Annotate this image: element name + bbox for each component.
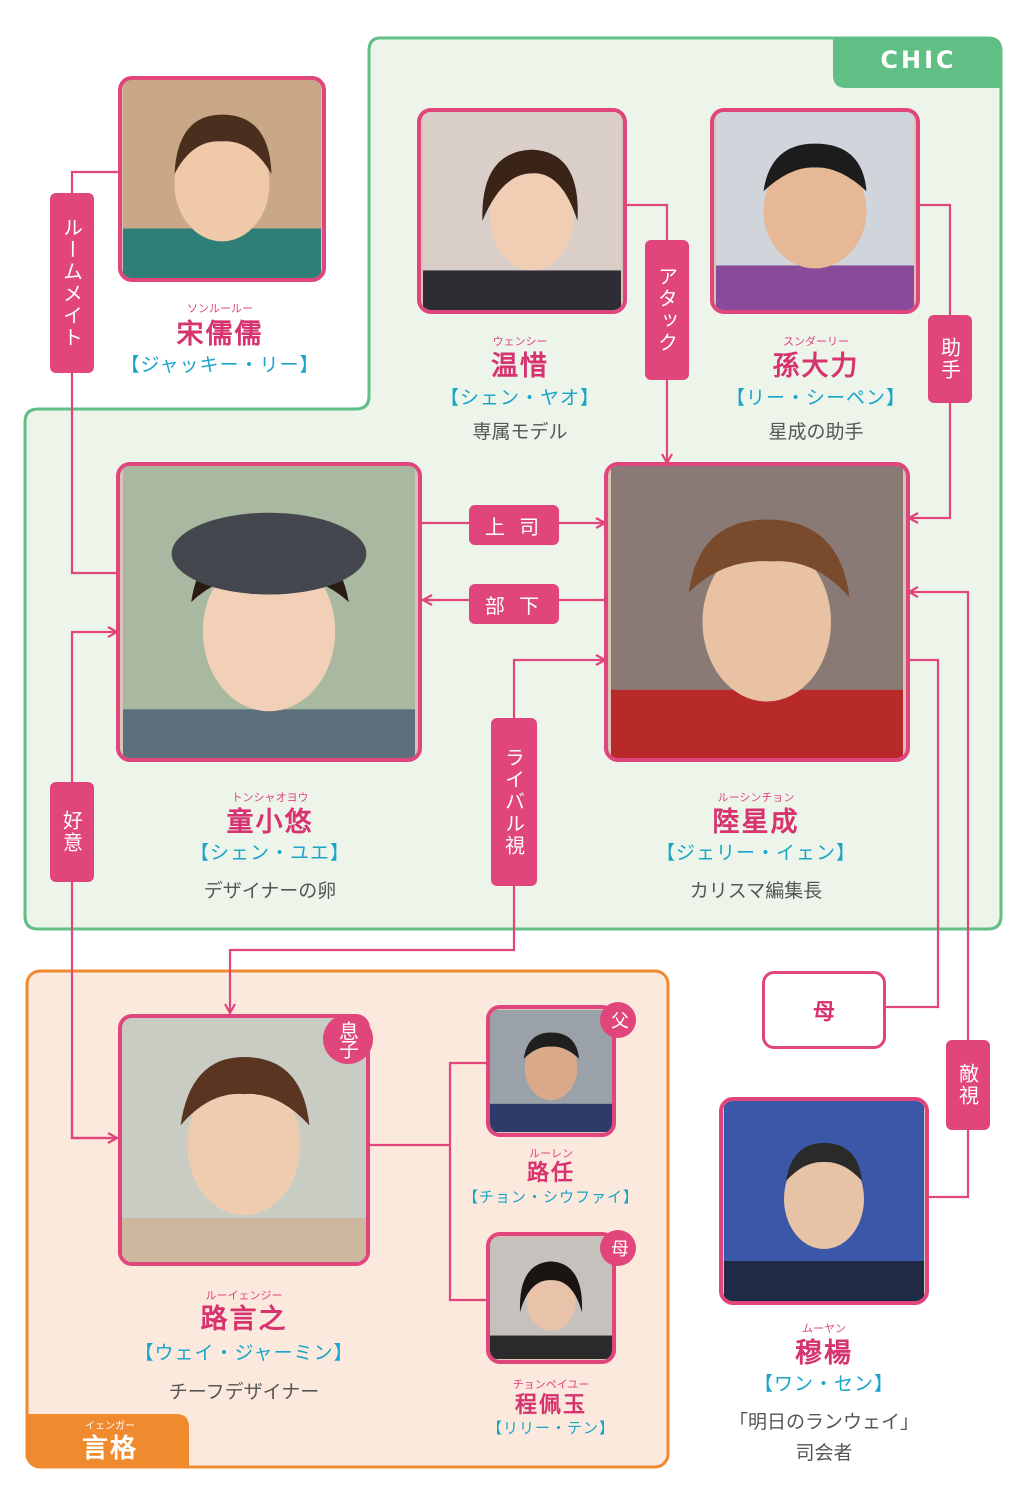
name-luyan: 路言之 xyxy=(200,1304,288,1335)
role-mu-2: 司会者 xyxy=(795,1442,853,1464)
portrait-cheng xyxy=(490,1237,612,1359)
relation-goodwill: 好意 xyxy=(50,782,94,882)
name-mu: 穆楊 xyxy=(795,1338,853,1369)
actor-luyan: 【ウェイ・ジャーミン】 xyxy=(134,1342,354,1364)
line-mother xyxy=(886,658,940,1009)
line-goodwill xyxy=(70,632,118,1140)
relation-boss: 上 司 xyxy=(469,505,559,545)
actor-cheng: 【リリー・テン】 xyxy=(486,1419,615,1437)
mother-label: 母 xyxy=(812,1000,835,1025)
relation-rival: ライバル視 xyxy=(491,718,537,886)
name-luren: 路任 xyxy=(526,1161,575,1186)
role-luyan: チーフデザイナー xyxy=(168,1381,320,1403)
ruby-luyan: ルーイェンジー xyxy=(205,1289,283,1302)
chic-label: CHIC xyxy=(880,46,957,74)
role-wen: 専属モデル xyxy=(472,421,568,443)
ruby-wen: ウェンシー xyxy=(492,335,548,348)
photo-luyan xyxy=(118,1014,370,1266)
name-wen: 温惜 xyxy=(491,351,549,382)
name-song: 宋儒儒 xyxy=(176,319,264,350)
relation-assistant: 助手 xyxy=(928,315,972,403)
photo-lu xyxy=(604,462,910,762)
ruby-cheng: チョンペイユー xyxy=(512,1378,590,1391)
badge-son: 息子 xyxy=(323,1014,373,1064)
badge-father: 父 xyxy=(600,1002,636,1038)
photo-mu xyxy=(719,1097,929,1305)
badge-mother: 母 xyxy=(600,1230,636,1266)
photo-cheng xyxy=(486,1232,616,1364)
chic-label-bg xyxy=(833,38,1001,88)
portrait-sun xyxy=(716,112,914,310)
line-parents xyxy=(369,1061,487,1302)
line-enmity xyxy=(910,592,970,1199)
actor-mu: 【ワン・セン】 xyxy=(753,1373,894,1395)
name-cheng: 程佩玉 xyxy=(514,1393,587,1418)
photo-sun xyxy=(710,108,920,314)
actor-lu: 【ジェリー・イェン】 xyxy=(655,842,856,864)
name-lu: 陸星成 xyxy=(712,807,800,838)
role-lu: カリスマ編集長 xyxy=(689,880,823,902)
photo-wen xyxy=(417,108,627,314)
portrait-mu xyxy=(724,1101,924,1301)
photo-tong xyxy=(116,462,422,762)
photo-song xyxy=(118,76,326,282)
role-tong: デザイナーの卵 xyxy=(203,880,337,902)
actor-tong: 【シェン・ユエ】 xyxy=(189,842,350,864)
actor-sun: 【リー・シーペン】 xyxy=(725,387,906,409)
ruby-lu: ルーシンチョン xyxy=(717,791,795,804)
portrait-lu xyxy=(611,466,903,758)
portrait-wen xyxy=(423,112,621,310)
relation-attack: アタック xyxy=(645,240,689,380)
ruby-luren: ルーレン xyxy=(529,1147,573,1160)
mother-box: 母 xyxy=(762,971,886,1049)
line-rival-up xyxy=(512,660,604,720)
line-goodwill-down xyxy=(70,1080,116,1138)
role-sun: 星成の助手 xyxy=(768,421,864,443)
name-tong: 童小悠 xyxy=(226,807,314,838)
yange-label: 言格 xyxy=(81,1434,138,1464)
portrait-luren xyxy=(490,1010,612,1132)
ruby-song: ソンルールー xyxy=(187,302,253,315)
photo-luren xyxy=(486,1005,616,1137)
ruby-sun: スンダーリー xyxy=(783,335,849,348)
portrait-luyan xyxy=(122,1018,366,1262)
relation-enmity: 敵視 xyxy=(946,1040,990,1130)
actor-luren: 【チョン・シウファイ】 xyxy=(462,1188,639,1206)
relation-subordinate: 部 下 xyxy=(469,584,559,624)
ruby-tong: トンシャオヨウ xyxy=(231,791,309,804)
portrait-tong xyxy=(123,466,415,758)
role-mu-1: 「明日のランウェイ」 xyxy=(728,1411,919,1433)
actor-song: 【ジャッキー・リー】 xyxy=(120,354,320,376)
actor-wen: 【シェン・ヤオ】 xyxy=(439,387,600,409)
ruby-mu: ムーヤン xyxy=(802,1322,846,1335)
yange-label-bg xyxy=(27,1414,189,1467)
yange-label-ruby: イェンガー xyxy=(85,1421,135,1432)
portrait-song xyxy=(123,80,321,278)
line-rival-down xyxy=(230,880,516,1012)
name-sun: 孫大力 xyxy=(772,351,860,382)
relation-roommate: ルームメイト xyxy=(50,193,94,373)
